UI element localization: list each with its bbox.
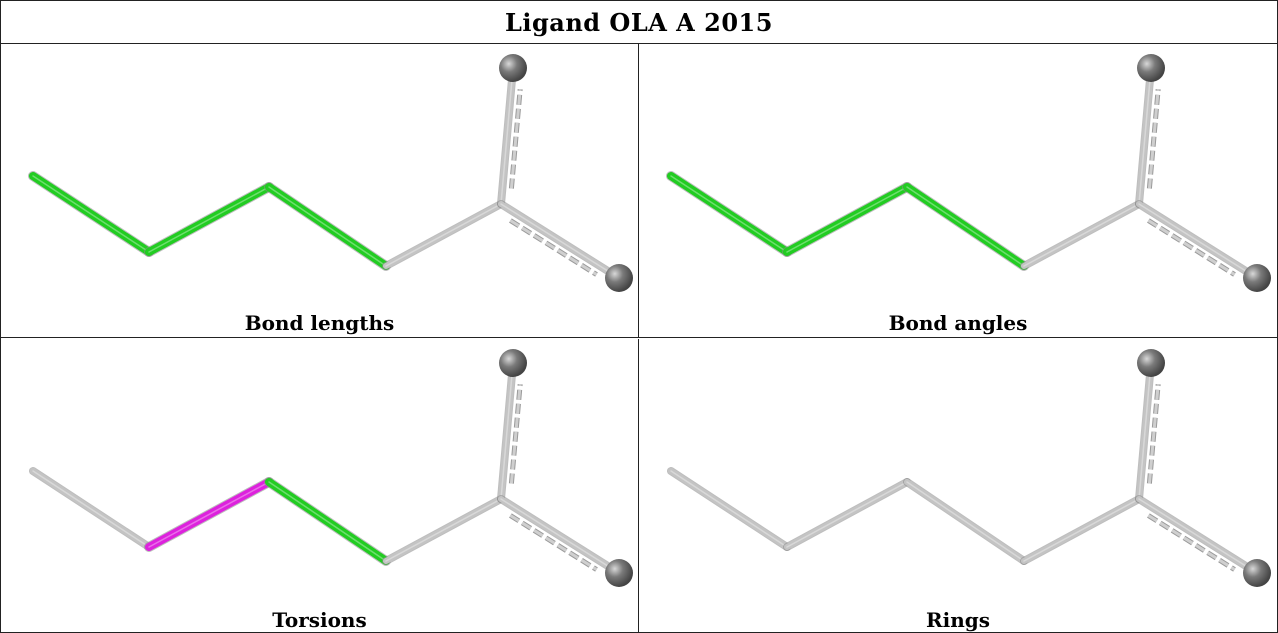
bond (903, 478, 1028, 565)
oxygen-atom (1137, 349, 1165, 377)
panel-caption: Torsions (272, 608, 367, 632)
panel-torsions: Torsions (1, 339, 639, 632)
bond (1020, 200, 1143, 270)
table-title: Ligand OLA A 2015 (1, 1, 1277, 44)
bond (667, 467, 791, 551)
bond (1135, 200, 1261, 282)
panel-bond-angles: Bond angles (639, 44, 1277, 338)
bond (1020, 495, 1143, 565)
bond (144, 182, 274, 257)
bond (497, 64, 523, 208)
bond (497, 495, 623, 577)
bond (264, 182, 391, 271)
bond (666, 171, 792, 257)
oxygen-atom (605, 264, 633, 292)
oxygen-atom (1243, 559, 1271, 587)
bond (29, 467, 153, 551)
panel-bond-lengths: Bond lengths (1, 44, 639, 338)
bond (1135, 64, 1161, 208)
panel-caption: Rings (925, 608, 990, 632)
oxygen-atom (499, 349, 527, 377)
bond (264, 477, 391, 566)
bond (902, 182, 1029, 271)
bond (1135, 359, 1161, 503)
bond (28, 171, 154, 257)
bond (382, 200, 505, 270)
panel-caption: Bond angles (888, 311, 1028, 335)
panel-caption: Bond lengths (244, 311, 395, 335)
oxygen-atom (1243, 264, 1271, 292)
bond (144, 477, 274, 552)
oxygen-atom (605, 559, 633, 587)
bond (497, 200, 623, 282)
oxygen-atom (1137, 54, 1165, 82)
molecule-view (667, 349, 1271, 587)
panel-rings: Rings (639, 339, 1277, 632)
molecule-view (29, 349, 633, 587)
bond (782, 182, 912, 257)
bond (783, 478, 911, 551)
molecule-view (28, 54, 633, 292)
bond (382, 495, 505, 565)
molecule-view (666, 54, 1271, 292)
bond (1135, 495, 1261, 577)
bond (497, 359, 523, 503)
oxygen-atom (499, 54, 527, 82)
